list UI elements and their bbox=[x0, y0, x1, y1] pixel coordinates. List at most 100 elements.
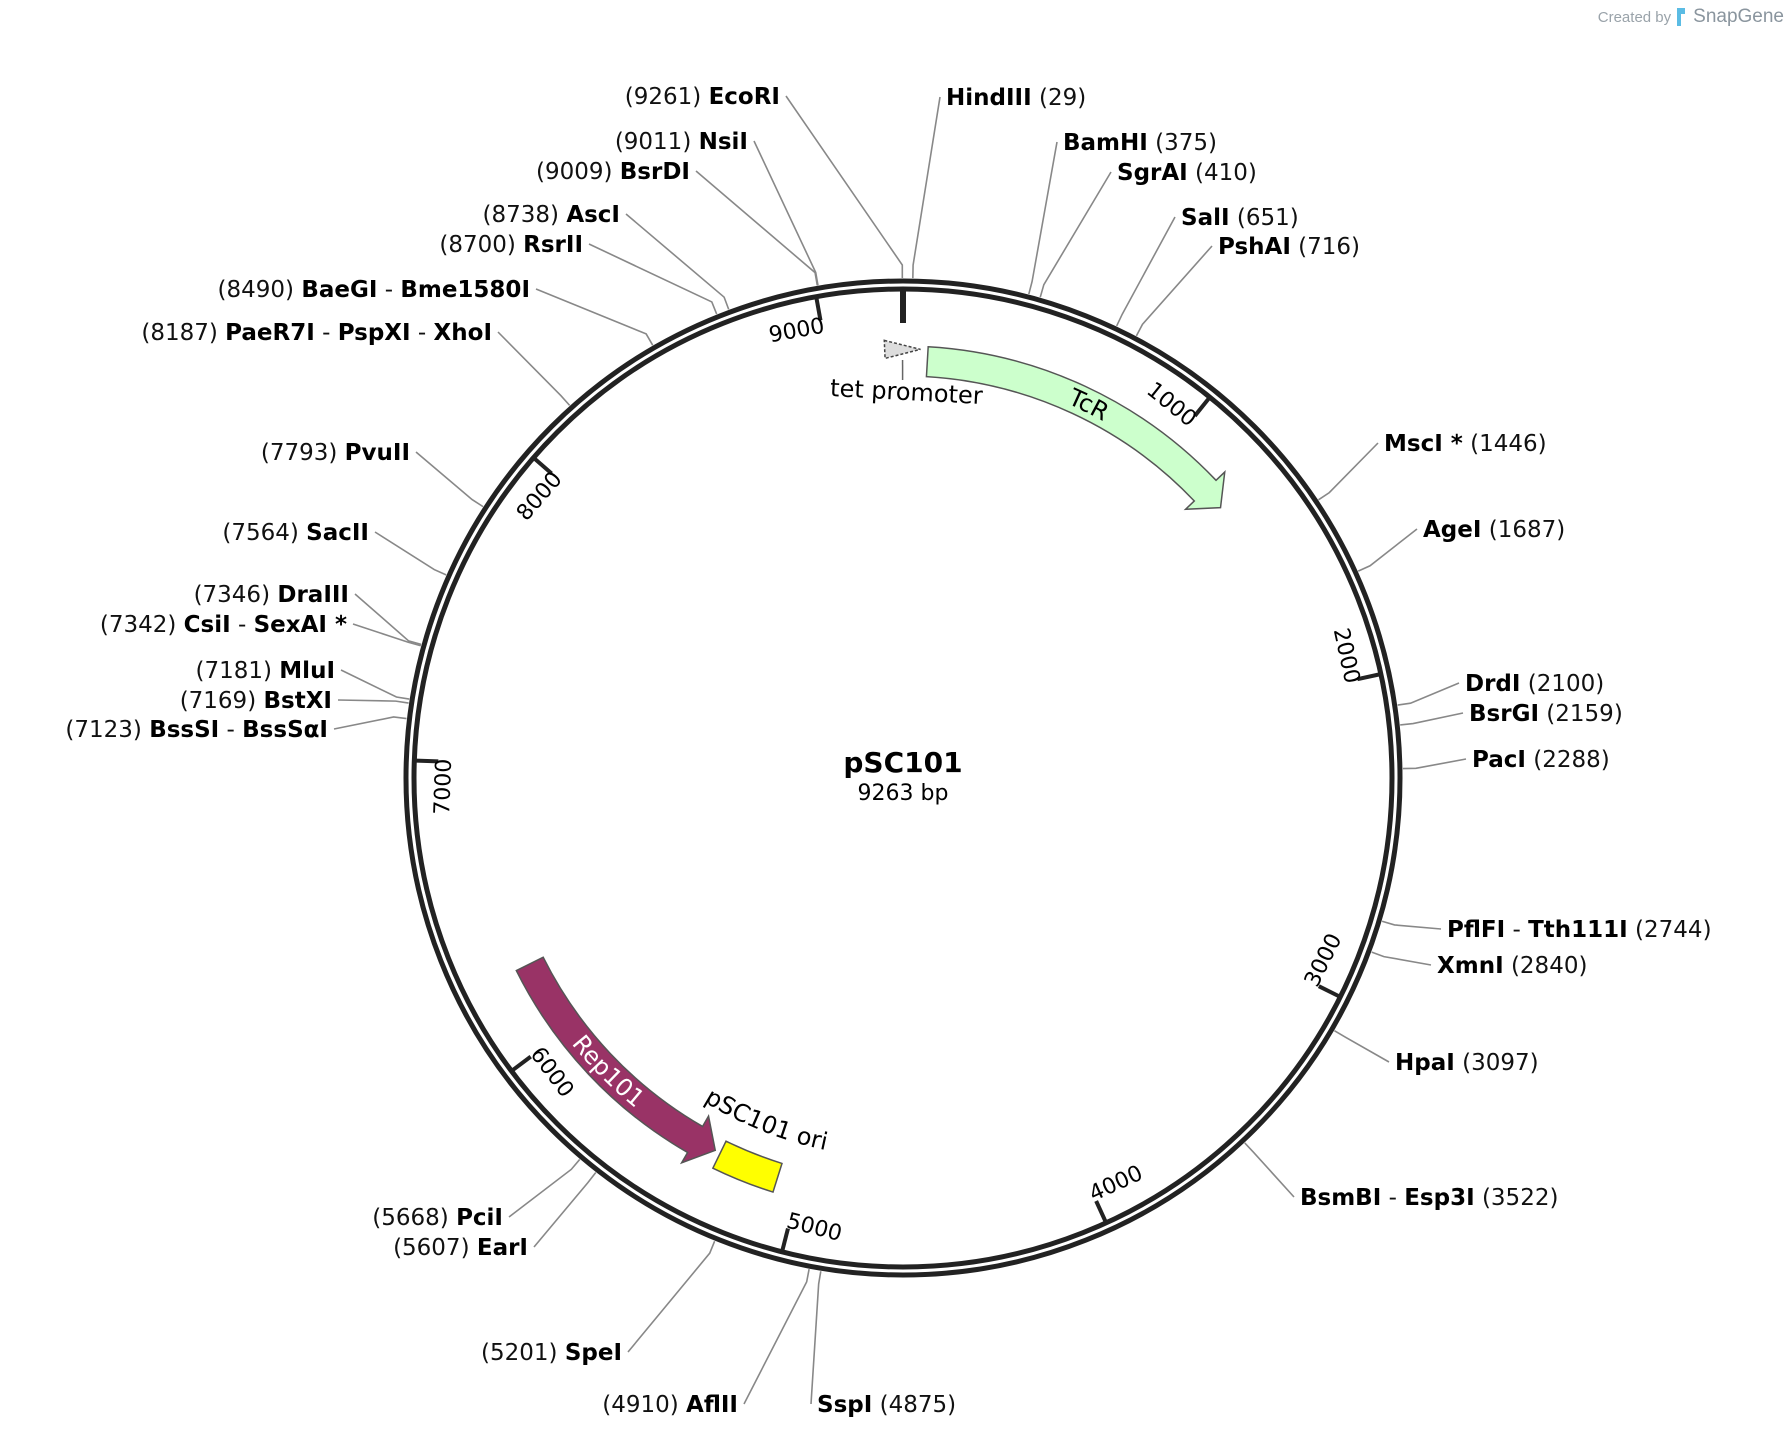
site-enzyme-name: MscI bbox=[1384, 431, 1443, 457]
site-enzyme-name: RsrII bbox=[523, 232, 583, 258]
site-enzyme-name: PaeR7I bbox=[225, 320, 315, 346]
site-enzyme-name: XmnI bbox=[1437, 953, 1504, 979]
site-separator: - bbox=[1381, 1185, 1404, 1211]
site-enzyme-name: SexAI bbox=[254, 612, 327, 638]
site-position: (9011) bbox=[615, 129, 699, 155]
site-label: DrdI (2100) bbox=[1465, 671, 1604, 697]
site-enzyme-name: SalI bbox=[1181, 205, 1230, 231]
feature-label-rep101: Rep101 bbox=[567, 1030, 650, 1113]
site-position: (4875) bbox=[872, 1392, 956, 1418]
site-label: (9011) NsiI bbox=[615, 129, 748, 155]
site-bstxi: (7169) BstXI bbox=[180, 688, 409, 714]
site-position: (8738) bbox=[483, 202, 567, 228]
site-position: (2288) bbox=[1526, 747, 1610, 773]
site-leader-line bbox=[589, 244, 717, 314]
site-enzyme-name: DrdI bbox=[1465, 671, 1520, 697]
site-bsrgi: BsrGI (2159) bbox=[1400, 701, 1623, 727]
site-leader-line bbox=[786, 96, 902, 278]
site-label: (4910) AflII bbox=[602, 1392, 738, 1418]
site-label: (7123) BssSI - BssSαI bbox=[65, 717, 328, 743]
site-label: (7793) PvuII bbox=[261, 440, 410, 466]
site-position: (2840) bbox=[1504, 953, 1588, 979]
site-label: (7346) DraIII bbox=[194, 582, 349, 608]
site-sspi: SspI (4875) bbox=[811, 1271, 956, 1418]
site-leader-line bbox=[1398, 683, 1459, 705]
site-label: SspI (4875) bbox=[817, 1392, 956, 1418]
site-leader-line bbox=[1117, 217, 1175, 326]
site-pcii: (5668) PciI bbox=[372, 1159, 579, 1231]
site-leader-line bbox=[353, 624, 421, 646]
site-enzyme-name: BssSαI bbox=[242, 717, 328, 743]
site-position: (7564) bbox=[222, 520, 306, 546]
site-leader-line bbox=[375, 532, 446, 575]
site-pshai: PshAI (716) bbox=[1136, 234, 1360, 336]
site-label: HpaI (3097) bbox=[1395, 1050, 1539, 1076]
site-position: (7346) bbox=[194, 582, 278, 608]
site-enzyme-name: HindIII bbox=[946, 85, 1032, 111]
site-label: PshAI (716) bbox=[1218, 234, 1360, 260]
ruler-label-3000: 3000 bbox=[1300, 930, 1347, 991]
site-label: PflFI - Tth111I (2744) bbox=[1447, 917, 1712, 943]
site-agei: AgeI (1687) bbox=[1358, 517, 1565, 571]
site-pflfi: PflFI - Tth111I (2744) bbox=[1382, 917, 1711, 943]
site-drdi: DrdI (2100) bbox=[1398, 671, 1605, 705]
site-label: (7169) BstXI bbox=[180, 688, 332, 714]
site-leader-line bbox=[355, 594, 421, 644]
site-enzyme-name: PvuII bbox=[345, 440, 410, 466]
site-position: (8187) bbox=[141, 320, 225, 346]
site-enzyme-name: SacII bbox=[306, 520, 369, 546]
site-leader-line bbox=[416, 452, 483, 507]
site-separator: - bbox=[377, 277, 400, 303]
site-label: (5668) PciI bbox=[372, 1205, 503, 1231]
site-leader-line bbox=[913, 97, 940, 278]
site-enzyme-name: HpaI bbox=[1395, 1050, 1455, 1076]
site-leader-line bbox=[628, 1241, 715, 1352]
site-leader-line bbox=[626, 214, 729, 309]
credit-brand: SnapGene bbox=[1693, 6, 1784, 28]
site-separator: - bbox=[231, 612, 254, 638]
site-enzyme-name: SpeI bbox=[565, 1340, 622, 1366]
site-separator: - bbox=[219, 717, 242, 743]
site-enzyme-name: PflFI bbox=[1447, 917, 1505, 943]
site-label: (7342) CsiI - SexAI * bbox=[100, 612, 347, 638]
site-label: AgeI (1687) bbox=[1423, 517, 1565, 543]
site-leader-line bbox=[334, 717, 407, 729]
site-enzyme-name: AflII bbox=[686, 1392, 738, 1418]
site-enzyme-name: XhoI bbox=[434, 320, 492, 346]
site-label: HindIII (29) bbox=[946, 85, 1086, 111]
site-leader-line bbox=[534, 1172, 596, 1247]
site-pvuii: (7793) PvuII bbox=[261, 440, 483, 507]
site-sali: SalI (651) bbox=[1117, 205, 1299, 326]
site-enzyme-name: Tth111I bbox=[1528, 917, 1628, 943]
ruler-label-2000: 2000 bbox=[1328, 626, 1364, 686]
site-position: (410) bbox=[1188, 160, 1257, 186]
site-hpai: HpaI (3097) bbox=[1334, 1031, 1538, 1076]
credit-text: Created by bbox=[1598, 9, 1671, 26]
site-position: (4910) bbox=[602, 1392, 686, 1418]
site-enzyme-name: DraIII bbox=[277, 582, 349, 608]
site-position: (7342) bbox=[100, 612, 184, 638]
site-position: (8490) bbox=[218, 277, 302, 303]
site-position: (5201) bbox=[481, 1340, 565, 1366]
site-nsii: (9011) NsiI bbox=[615, 129, 818, 285]
site-leader-line bbox=[1372, 952, 1431, 965]
site-position: (7169) bbox=[180, 688, 264, 714]
site-leader-line bbox=[498, 332, 570, 405]
site-enzyme-name: Esp3I bbox=[1404, 1185, 1474, 1211]
site-position: (3522) bbox=[1475, 1185, 1559, 1211]
site-position: (3097) bbox=[1455, 1050, 1539, 1076]
center-label: pSC101 9263 bp bbox=[843, 746, 962, 806]
site-enzyme-name: AgeI bbox=[1423, 517, 1481, 543]
site-aflii: (4910) AflII bbox=[602, 1269, 809, 1418]
site-position: (29) bbox=[1032, 85, 1087, 111]
site-enzyme-name: PacI bbox=[1472, 747, 1526, 773]
site-separator: - bbox=[1505, 917, 1528, 943]
site-enzyme-name: MluI bbox=[279, 658, 335, 684]
site-leader-line bbox=[536, 289, 653, 345]
site-enzyme-name: BstXI bbox=[263, 688, 332, 714]
site-leader-line bbox=[754, 141, 818, 285]
site-enzyme-name: SspI bbox=[817, 1392, 872, 1418]
site-paci: PacI (2288) bbox=[1403, 747, 1610, 773]
